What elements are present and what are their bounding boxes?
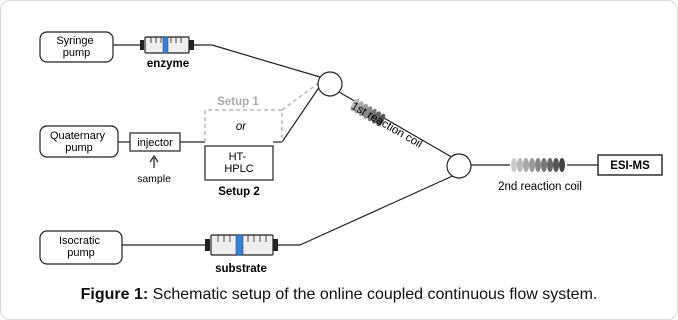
coil2-label: 2nd reaction coil [498, 181, 582, 193]
line-to-mixer1 [211, 44, 321, 78]
isocratic-pump-line2: pump [67, 247, 95, 259]
syringe-pump-line2: pump [63, 47, 91, 59]
flow-lines [113, 44, 598, 246]
isocratic-pump-line1: Isocratic [59, 235, 100, 247]
coil1-label: 1st reaction coil [349, 100, 424, 150]
quaternary-pump-box [39, 125, 119, 158]
line-to-mixer1-lower [281, 85, 321, 143]
setup1-label: Setup 1 [217, 96, 259, 108]
flow-diagram: Syringe pump Quaternary pump Isocratic p… [39, 31, 663, 275]
quaternary-pump-line1: Quaternary [50, 130, 106, 142]
hplc-box [204, 145, 274, 181]
quaternary-pump-line2: pump [65, 142, 93, 154]
sample-arrow-head [149, 154, 159, 163]
caption-label: Figure 1: [80, 286, 149, 303]
substrate-label: substrate [215, 263, 267, 275]
setup2-label: Setup 2 [218, 186, 260, 198]
mixer-2 [446, 153, 472, 179]
or-label: or [236, 121, 247, 133]
reaction-coil-1 [350, 98, 386, 127]
sample-label: sample [137, 173, 171, 185]
syringe-pump-line1: Syringe [56, 35, 93, 47]
enzyme-plunger [162, 36, 169, 54]
esims-box [597, 154, 663, 176]
injector-label: injector [137, 137, 173, 149]
mixer-1 [317, 71, 343, 97]
caption-text: Schematic setup of the online coupled co… [148, 286, 598, 303]
figure-caption: Figure 1: Schematic setup of the online … [0, 286, 678, 304]
isocratic-pump-box [39, 230, 123, 265]
hplc-line1: HT- [229, 151, 247, 163]
enzyme-syringe [140, 36, 194, 54]
hplc-label: HT- HPLC [224, 151, 253, 175]
syringe-pump-label: Syringe pump [56, 35, 96, 59]
substrate-plunger [235, 234, 244, 256]
reaction-coil-2 [511, 158, 565, 172]
injector-box [129, 132, 181, 152]
isocratic-pump-label: Isocratic pump [59, 235, 103, 259]
enzyme-label: enzyme [147, 58, 189, 70]
syringe-pump-box [39, 31, 114, 63]
esims-label: ESI-MS [610, 160, 650, 172]
quaternary-pump-label: Quaternary pump [50, 130, 108, 154]
setup1-path [204, 81, 321, 142]
substrate-syringe [205, 234, 278, 256]
hplc-line2: HPLC [224, 163, 253, 175]
line-to-mixer2 [299, 173, 458, 246]
